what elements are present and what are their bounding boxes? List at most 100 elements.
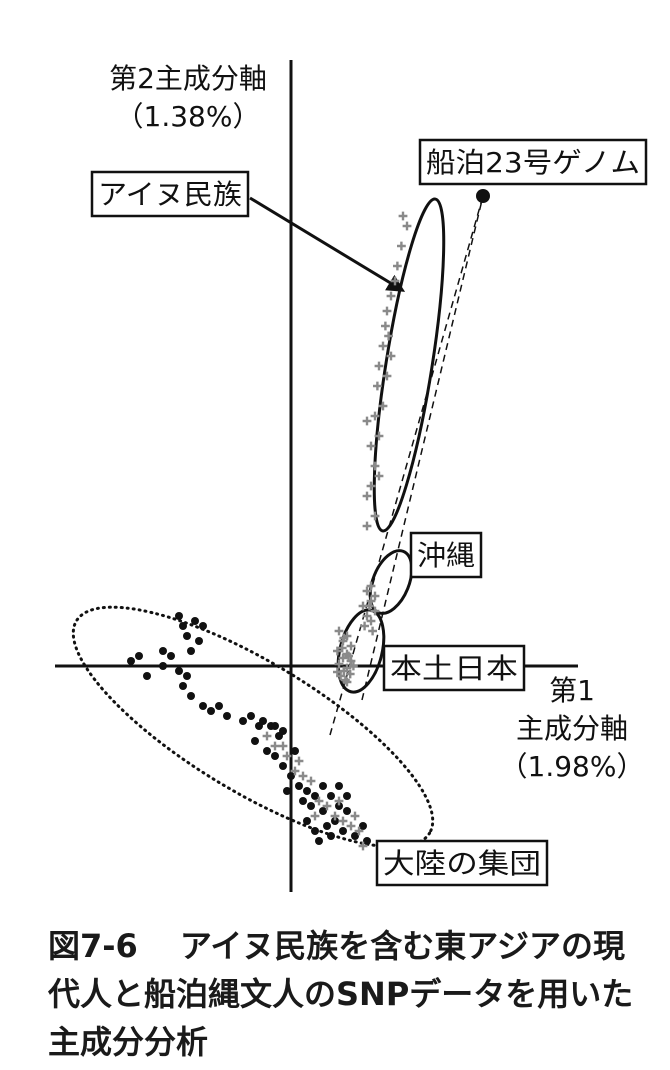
series-5 <box>476 189 490 203</box>
point-3-18 <box>207 707 215 715</box>
point-2-6 <box>338 653 348 663</box>
label-text-0: 船泊23号ゲノム <box>426 146 640 179</box>
point-3-47 <box>351 832 359 840</box>
point-3-37 <box>327 792 335 800</box>
point-3-56 <box>291 747 299 755</box>
point-2-7 <box>346 656 356 666</box>
point-4-0 <box>262 731 272 741</box>
point-0-0 <box>398 211 408 221</box>
label-text-2: 沖縄 <box>417 539 475 572</box>
point-1-5 <box>370 606 380 616</box>
point-3-39 <box>343 807 351 815</box>
point-4-4 <box>298 771 308 781</box>
point-4-1 <box>270 741 280 751</box>
point-3-30 <box>271 752 279 760</box>
guide-lines <box>249 195 484 736</box>
point-1-0 <box>362 586 372 596</box>
point-0-13 <box>373 381 382 391</box>
point-3-44 <box>315 837 323 845</box>
point-3-28 <box>251 737 259 745</box>
point-3-34 <box>303 787 311 795</box>
point-2-4 <box>333 646 342 656</box>
label-text-1: アイヌ民族 <box>98 178 242 211</box>
point-3-55 <box>283 787 291 795</box>
series-3 <box>127 612 371 845</box>
point-3-4 <box>199 622 207 630</box>
point-3-0 <box>175 612 183 620</box>
point-0-17 <box>374 431 384 441</box>
point-3-32 <box>287 772 295 780</box>
point-0-5 <box>386 291 396 301</box>
guide-line-left <box>329 195 484 736</box>
point-3-9 <box>127 657 135 665</box>
point-3-11 <box>143 672 151 680</box>
point-0-22 <box>362 491 372 501</box>
point-0-6 <box>382 306 392 316</box>
point-4-9 <box>338 816 348 826</box>
label-box-1 <box>90 170 250 218</box>
point-3-7 <box>159 647 167 655</box>
point-3-27 <box>279 727 287 735</box>
point-3-13 <box>175 667 183 675</box>
data-points <box>127 189 490 851</box>
point-0-21 <box>366 481 376 491</box>
point-0-24 <box>362 521 372 531</box>
point-0-3 <box>393 261 402 271</box>
point-4-11 <box>354 826 364 836</box>
label-box-3 <box>382 644 526 692</box>
point-0-15 <box>370 411 380 421</box>
point-2-17 <box>333 667 342 677</box>
point-2-19 <box>342 677 352 687</box>
point-4-17 <box>350 811 360 821</box>
point-0-14 <box>378 401 388 411</box>
point-0-1 <box>402 221 412 231</box>
label-box-2 <box>409 531 483 579</box>
point-4-6 <box>314 796 324 806</box>
series-4 <box>262 731 368 851</box>
point-3-16 <box>187 692 195 700</box>
point-1-4 <box>366 596 376 606</box>
point-0-11 <box>374 361 384 371</box>
point-3-31 <box>279 762 287 770</box>
point-1-8 <box>360 621 369 631</box>
point-3-2 <box>183 632 191 640</box>
point-3-35 <box>311 792 319 800</box>
point-1-2 <box>370 591 380 601</box>
point-4-3 <box>290 766 300 776</box>
point-3-24 <box>259 717 267 725</box>
point-3-5 <box>195 637 203 645</box>
point-3-21 <box>239 717 247 725</box>
ainu-arrow <box>249 196 406 292</box>
point-4-13 <box>310 811 320 821</box>
point-0-8 <box>384 331 393 341</box>
point-0-18 <box>366 441 376 451</box>
point-4-5 <box>306 776 316 786</box>
point-4-2 <box>282 751 292 761</box>
guide-line-right <box>361 195 484 701</box>
point-3-51 <box>307 802 315 810</box>
point-0-9 <box>378 341 388 351</box>
series-1 <box>358 581 380 636</box>
point-2-14 <box>344 651 353 661</box>
point-1-7 <box>366 616 376 626</box>
point-0-12 <box>382 371 392 381</box>
ellipse-continental <box>71 605 435 849</box>
point-4-8 <box>330 811 340 821</box>
point-3-6 <box>187 647 195 655</box>
point-4-10 <box>346 821 356 831</box>
point-2-3 <box>346 641 356 651</box>
point-2-8 <box>334 659 344 669</box>
point-2-16 <box>349 661 358 671</box>
point-2-18 <box>339 633 349 643</box>
point-3-10 <box>135 652 143 660</box>
point-0-19 <box>370 461 380 471</box>
point-3-19 <box>215 702 223 710</box>
point-1-10 <box>365 601 374 611</box>
point-3-50 <box>319 807 327 815</box>
point-3-15 <box>179 682 187 690</box>
label-text-4: 大陸の集団 <box>383 847 541 880</box>
point-4-12 <box>358 841 368 851</box>
